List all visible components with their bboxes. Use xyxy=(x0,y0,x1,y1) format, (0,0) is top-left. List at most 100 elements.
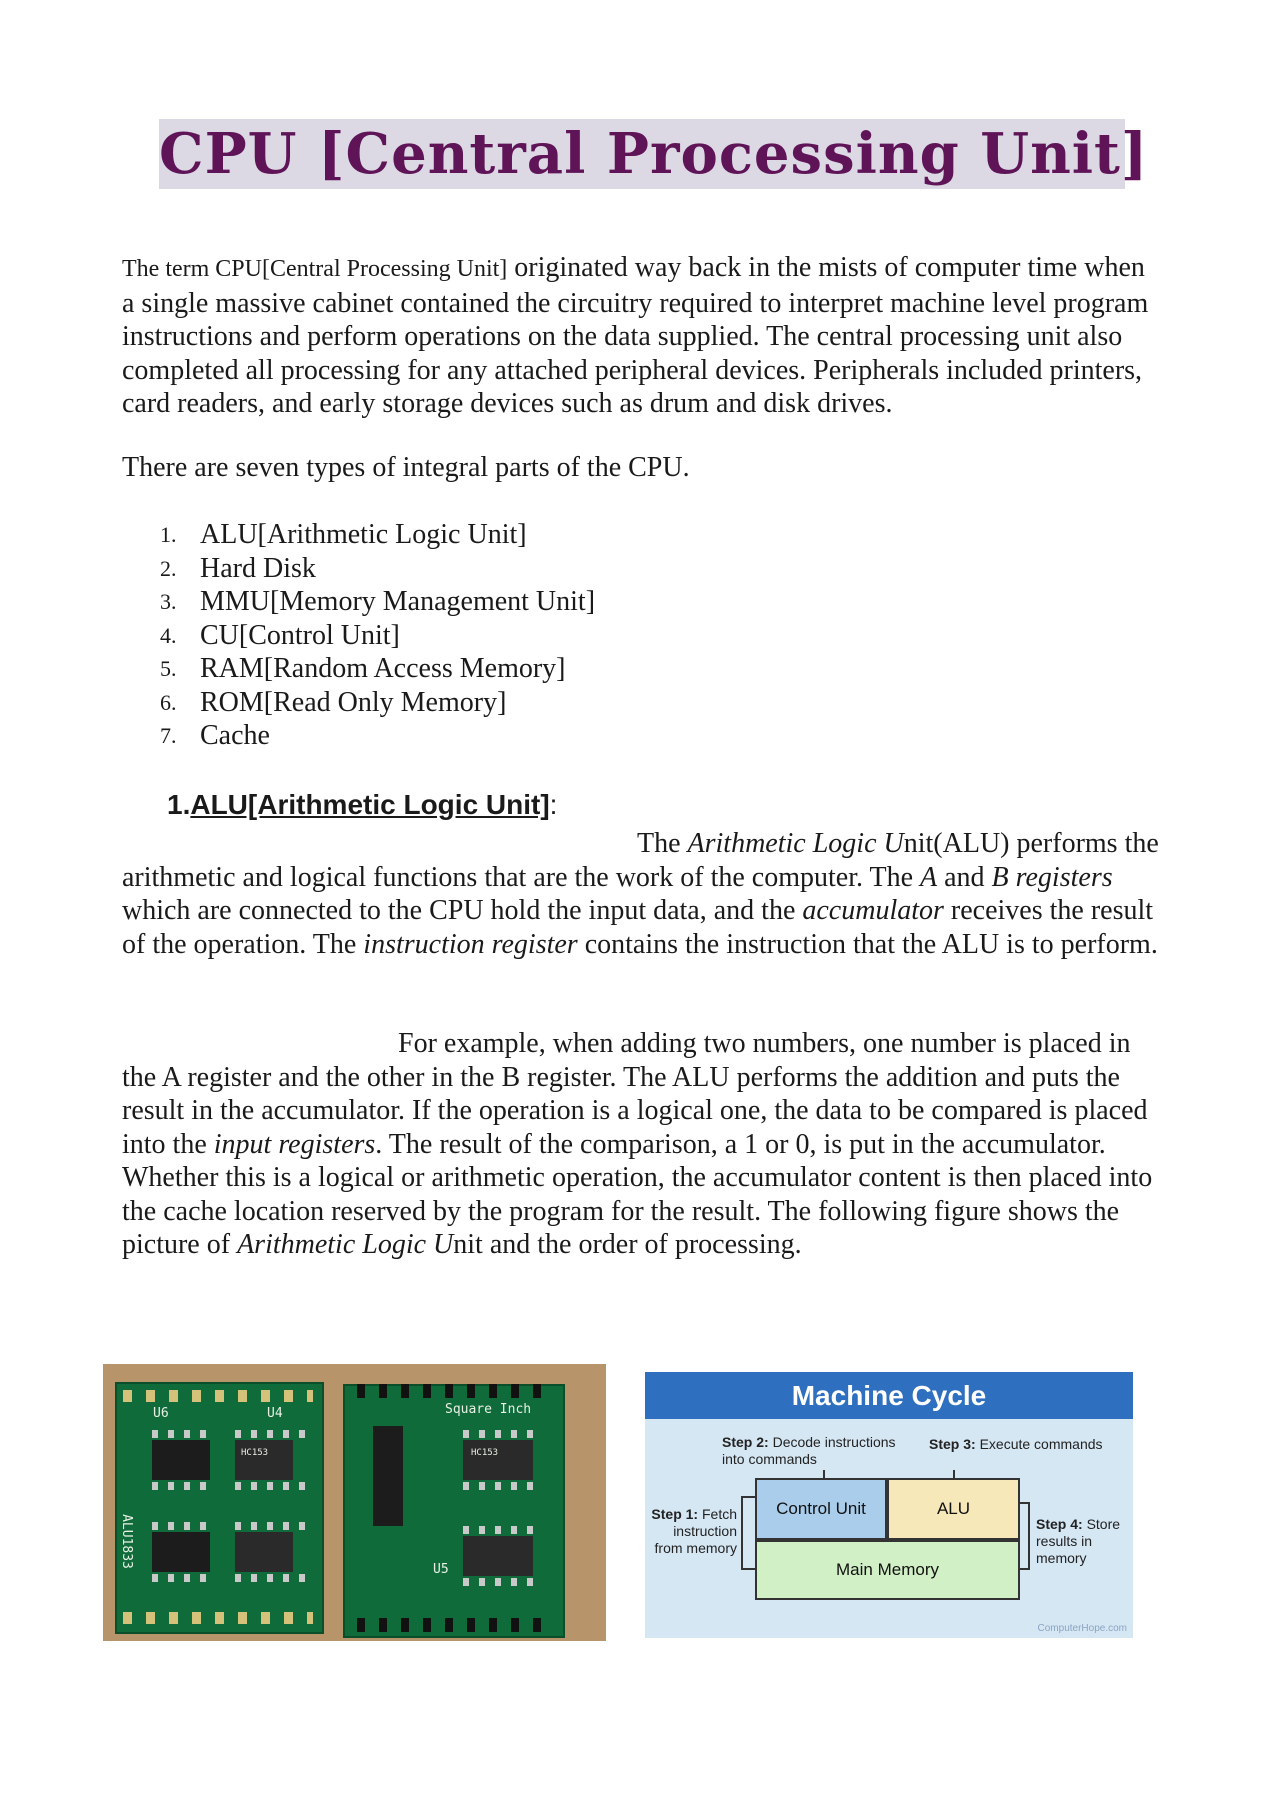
connector-line xyxy=(741,1496,743,1568)
connector-line xyxy=(741,1496,755,1498)
pin-row xyxy=(235,1522,307,1530)
list-item: 4. CU[Control Unit] xyxy=(160,619,595,653)
step-number: Step 3: xyxy=(929,1436,976,1452)
italic-run: Arithmetic Logic U xyxy=(687,828,904,859)
connector-line xyxy=(741,1568,755,1570)
connector-line xyxy=(953,1470,955,1480)
step-4-label: Step 4: Store results in memory xyxy=(1036,1516,1128,1567)
step-1-label: Step 1: Fetch instruction from memory xyxy=(647,1506,737,1557)
step-2-label: Step 2: Decode instructions into command… xyxy=(722,1434,912,1468)
connector-line xyxy=(1028,1502,1030,1568)
alu-board-photo: U6 U4 ALU1833 HC153 Square Inch HC153 U5 xyxy=(103,1364,606,1641)
intro-lead: The term CPU[Central Processing Unit] xyxy=(122,256,508,282)
pcb-board-left: U6 U4 ALU1833 HC153 xyxy=(115,1382,324,1634)
connector-line xyxy=(1018,1568,1030,1570)
text-run: The xyxy=(637,828,688,859)
list-label: RAM[Random Access Memory] xyxy=(200,653,566,684)
intro-text: originated way back in the mists of comp… xyxy=(122,252,1149,419)
pin-row xyxy=(463,1430,537,1438)
list-item: 2. Hard Disk xyxy=(160,552,595,586)
pin-header xyxy=(357,1384,553,1398)
list-number: 7. xyxy=(160,723,177,748)
pcb-board-right: Square Inch HC153 U5 xyxy=(343,1384,565,1638)
italic-run: B registers xyxy=(991,861,1113,893)
section-number: 1. xyxy=(167,789,191,820)
alu-box: ALU xyxy=(887,1478,1020,1540)
text-run: For example, when adding two numbers, on… xyxy=(122,1028,1148,1160)
main-memory-box: Main Memory xyxy=(755,1540,1020,1600)
pin-row xyxy=(152,1574,214,1582)
pin-row xyxy=(152,1482,214,1490)
list-number: 2. xyxy=(160,555,177,581)
pin-row xyxy=(152,1522,214,1530)
list-item: 6. ROM[Read Only Memory] xyxy=(160,686,595,720)
step-number: Step 1: xyxy=(651,1506,699,1522)
italic-run: instruction register xyxy=(363,928,578,960)
pad-row xyxy=(123,1612,313,1624)
parts-list: 1.ALU[Arithmetic Logic Unit] 2.Hard Disk… xyxy=(160,518,595,753)
board-label-u5: U5 xyxy=(433,1562,449,1577)
pin-row xyxy=(463,1482,537,1490)
step-number: Step 4: xyxy=(1036,1516,1083,1532)
list-label: CU[Control Unit] xyxy=(200,619,400,651)
diagram-credit: ComputerHope.com xyxy=(1037,1623,1127,1634)
section-title: ALU[Arithmetic Logic Unit] xyxy=(190,789,550,820)
step-text: Fetch instruction from memory xyxy=(654,1506,737,1556)
board-label-square-inch: Square Inch xyxy=(445,1402,532,1417)
connector-line xyxy=(823,1470,825,1480)
pin-row xyxy=(463,1578,537,1586)
list-label: ROM[Read Only Memory] xyxy=(200,686,507,718)
alu-paragraph-2: For example, when adding two numbers, on… xyxy=(122,1027,1162,1262)
pad-row xyxy=(123,1390,313,1402)
ic-chip xyxy=(235,1532,293,1572)
board-label-alu: ALU1833 xyxy=(118,1514,134,1569)
text-run: which are connected to the CPU hold the … xyxy=(122,895,803,926)
pin-row xyxy=(152,1430,214,1438)
alu-paragraph-1: The Arithmetic Logic Unit(ALU) performs … xyxy=(122,827,1162,961)
list-item: 3. MMU[Memory Management Unit] xyxy=(160,585,595,619)
ic-chip xyxy=(373,1426,403,1526)
board-label-u4: U4 xyxy=(267,1406,283,1421)
italic-run: accumulator xyxy=(802,895,944,926)
chip-label: HC153 xyxy=(471,1448,499,1458)
connector-line xyxy=(1018,1502,1030,1504)
list-label: MMU[Memory Management Unit] xyxy=(200,586,596,617)
pin-row xyxy=(235,1430,307,1438)
ic-chip xyxy=(463,1536,533,1576)
ic-chip xyxy=(152,1532,210,1572)
list-label: Cache xyxy=(200,720,270,751)
step-text: Execute commands xyxy=(979,1436,1103,1452)
list-number: 6. xyxy=(160,689,177,715)
list-label: Hard Disk xyxy=(200,552,316,584)
types-sentence: There are seven types of integral parts … xyxy=(122,452,690,483)
board-label-u6: U6 xyxy=(153,1406,169,1421)
step-text: Store results in memory xyxy=(1036,1516,1121,1566)
list-number: 3. xyxy=(160,589,177,614)
ic-chip xyxy=(235,1440,293,1480)
ic-chip xyxy=(463,1440,533,1480)
list-number: 4. xyxy=(160,622,177,648)
intro-paragraph: The term CPU[Central Processing Unit] or… xyxy=(122,251,1162,421)
pin-row xyxy=(235,1482,307,1490)
text-run: nit(ALU) performs the arithmetic and log… xyxy=(122,828,1159,893)
list-number: 5. xyxy=(160,656,177,681)
text-run: receives the result of the operation. Th… xyxy=(122,895,1154,960)
step-text: Decode instructions into commands xyxy=(722,1434,896,1467)
diagram-title: Machine Cycle xyxy=(645,1372,1133,1419)
step-3-label: Step 3: Execute commands xyxy=(929,1436,1129,1453)
pin-header xyxy=(357,1618,553,1632)
list-item: 7. Cache xyxy=(160,719,595,753)
text-run: nit and the order of processing. xyxy=(453,1229,802,1260)
machine-cycle-diagram: Machine Cycle Step 2: Decode instruction… xyxy=(645,1372,1133,1638)
text-run: and xyxy=(937,861,992,893)
italic-run: Arithmetic Logic U xyxy=(237,1229,454,1260)
list-item: 5. RAM[Random Access Memory] xyxy=(160,652,595,686)
ic-chip xyxy=(152,1440,210,1480)
section-heading-alu: 1.ALU[Arithmetic Logic Unit]: xyxy=(167,787,557,823)
italic-run: A xyxy=(920,861,938,893)
pin-row xyxy=(235,1574,307,1582)
italic-run: input registers xyxy=(213,1128,376,1160)
section-colon: : xyxy=(549,789,558,820)
step-number: Step 2: xyxy=(722,1434,769,1450)
page-title: CPU [Central Processing Unit] xyxy=(159,119,1149,189)
